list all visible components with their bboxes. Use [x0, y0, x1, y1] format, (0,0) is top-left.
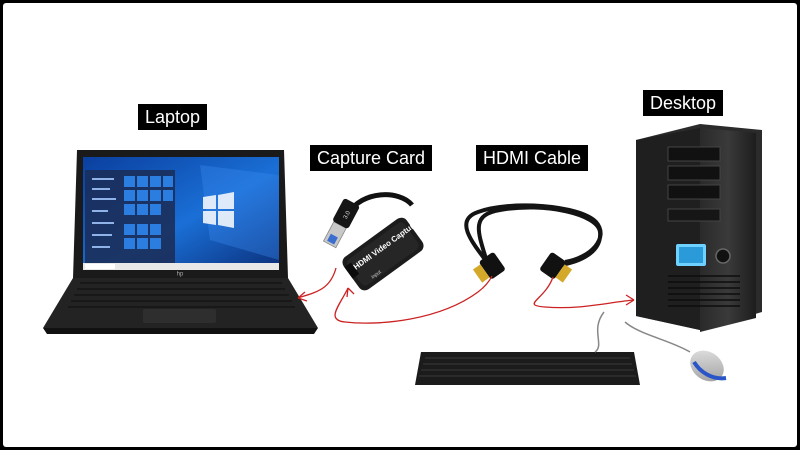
capture-card-label: Capture Card	[310, 145, 433, 171]
hdmi-cable-illustration	[464, 203, 603, 283]
usb-plug: 3.0	[322, 198, 360, 249]
arrowhead-capture	[346, 287, 355, 298]
start-menu-list	[92, 178, 116, 248]
laptop-base	[43, 278, 318, 328]
hdmi-cable-label: HDMI Cable	[476, 145, 589, 171]
windows-taskbar	[83, 263, 279, 270]
connection-hdmi-to-desktop	[533, 276, 635, 309]
arrowhead-laptop	[297, 291, 308, 302]
start-menu-tiles	[124, 176, 173, 249]
screen-glow	[200, 165, 279, 260]
tower-lcd-screen	[679, 247, 703, 263]
laptop-keyboard	[68, 282, 295, 308]
tower-drive-bays	[667, 146, 721, 222]
hdmi-cable-loop	[464, 203, 603, 267]
mouse-accent	[692, 360, 727, 381]
taskbar-search-box	[85, 264, 115, 269]
desktop-label: Desktop	[643, 90, 724, 116]
keyboard-illustration	[415, 352, 640, 385]
desktop-tower-illustration	[636, 124, 762, 332]
tower-power-button	[715, 248, 731, 264]
usb-plug-label: 3.0	[343, 210, 353, 221]
arrowhead-desktop	[625, 294, 635, 306]
keyboard-cable	[594, 311, 605, 353]
laptop-front-edge	[43, 328, 318, 334]
connection-capture-to-laptop	[297, 267, 337, 299]
hdmi-connector-right	[540, 252, 573, 283]
laptop-label: Laptop	[138, 104, 208, 130]
tower-vent-grill	[668, 275, 740, 307]
connection-lines	[297, 267, 635, 324]
laptop-touchpad	[143, 309, 216, 323]
mouse-cable	[624, 321, 691, 353]
hdmi-connector-left	[472, 252, 505, 283]
keyboard-keys	[419, 357, 636, 377]
windows-logo-icon	[203, 192, 234, 228]
capture-card-port-label: input	[370, 269, 383, 281]
laptop-logo: hp	[177, 272, 184, 278]
keyboard-body	[415, 352, 640, 385]
connection-capture-to-hdmi	[334, 275, 493, 324]
mouse-body	[690, 350, 724, 382]
mouse-illustration	[594, 311, 727, 382]
laptop-illustration: hp	[43, 150, 318, 334]
